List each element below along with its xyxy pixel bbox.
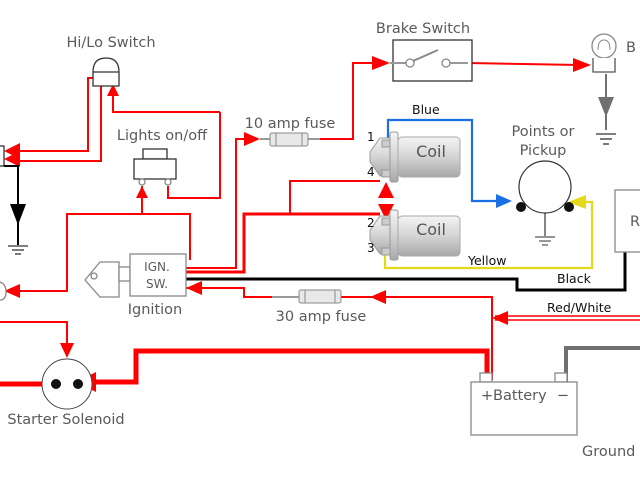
arrows <box>4 56 614 392</box>
ground-icon <box>8 245 28 255</box>
coil-icon <box>397 136 461 178</box>
arrow-headlight-2 <box>4 151 20 167</box>
ignition-box-line2: SW. <box>146 277 168 291</box>
lights-switch-icon <box>133 158 177 180</box>
fuse-30-amp[interactable]: 30 amp fuse <box>272 289 367 325</box>
wire-ground <box>564 346 640 382</box>
ignition-label: Ignition <box>128 302 182 318</box>
wire-coil4 <box>289 180 380 214</box>
wire-ign-to-taillight <box>18 213 142 292</box>
wire-label-red-white: Red/White <box>547 300 612 315</box>
wire-hilo-to-headlight-1 <box>18 77 96 152</box>
arrow-ign-in <box>186 281 202 295</box>
wire-label-black: Black <box>557 271 592 286</box>
regulator[interactable]: R <box>614 189 640 253</box>
battery-icon <box>470 381 578 436</box>
fuse-30-label: 30 amp fuse <box>276 309 367 325</box>
arrow-brake-switch <box>372 56 390 70</box>
switch-lever-icon <box>412 49 439 62</box>
arrow-yellow <box>568 195 586 209</box>
ground-icon <box>535 236 555 246</box>
arrow-solenoid-trigger <box>60 343 74 358</box>
wire-ign-to-coils <box>186 212 380 274</box>
wire-black <box>186 240 627 292</box>
arrow-blue <box>496 194 512 208</box>
starter-solenoid-label: Starter Solenoid <box>7 412 124 428</box>
wire-solenoid-trigger <box>0 321 68 348</box>
arrow-hilo <box>107 84 119 96</box>
battery[interactable]: + Battery − <box>470 372 578 436</box>
coil-top-label: Coil <box>416 142 446 161</box>
wire-battery-to-solenoid <box>90 348 490 385</box>
fuse-10-amp[interactable]: 10 amp fuse <box>245 116 336 147</box>
solenoid-icon <box>41 358 93 410</box>
battery-minus: − <box>557 388 569 404</box>
hi-lo-switch-label: Hi/Lo Switch <box>66 35 155 51</box>
points-icon <box>518 160 572 214</box>
starter-solenoid[interactable]: Starter Solenoid <box>7 358 125 428</box>
ignition-switch[interactable]: IGN. SW. Ignition <box>84 253 187 318</box>
arrow-coil2 <box>378 204 394 220</box>
coil-bottom-label: Coil <box>416 220 446 239</box>
bulb-icon <box>591 33 617 59</box>
wire-ign-to-fuse10 <box>186 138 258 269</box>
wire-ign-to-lights <box>141 186 191 260</box>
tail-light-icon <box>0 281 7 301</box>
wire-battery-to-fuse30 <box>340 296 493 380</box>
wire-blue <box>386 118 504 203</box>
arrow-fuse30 <box>370 290 386 304</box>
coil-pin-1: 1 <box>367 130 375 144</box>
points-label: Points or <box>512 124 575 140</box>
arrow-taillight <box>4 284 20 298</box>
coil-icon <box>397 215 461 257</box>
coil-pin-3: 3 <box>367 241 375 255</box>
ignition-box <box>129 253 187 297</box>
brake-switch[interactable]: Brake Switch <box>376 21 473 82</box>
hi-lo-switch[interactable]: Hi/Lo Switch <box>66 35 156 87</box>
wire-fuse30-to-ign <box>186 287 272 298</box>
brake-light-label: B <box>626 40 636 56</box>
brake-light[interactable]: B <box>591 33 636 145</box>
lights-switch-label: Lights on/off <box>117 128 208 144</box>
coil-bottom[interactable]: Coil 2 3 <box>367 209 461 261</box>
brake-switch-label: Brake Switch <box>376 21 470 37</box>
headlight[interactable] <box>0 145 28 301</box>
wire-yellow <box>383 200 594 270</box>
arrow-coil4 <box>378 182 394 198</box>
key-icon <box>84 261 120 298</box>
coil-pin-4: 4 <box>367 165 375 179</box>
wire-lights-out <box>167 112 221 199</box>
fuse-10-label: 10 amp fuse <box>245 116 336 132</box>
wire-fuse10-to-brake <box>320 62 378 140</box>
arrow-brake-light <box>573 58 591 72</box>
fuse-icon <box>269 132 309 147</box>
wire-label-yellow: Yellow <box>467 253 506 268</box>
ground-icon <box>596 133 616 145</box>
regulator-label: R <box>630 214 640 230</box>
arrow-lights <box>136 186 148 198</box>
battery-label: Battery <box>493 388 547 404</box>
wires <box>0 62 640 387</box>
arrow-red-white <box>492 311 508 325</box>
regulator-box <box>614 189 640 253</box>
points-label-line2: Pickup <box>520 143 567 159</box>
points-pickup[interactable]: Points or Pickup <box>512 124 575 246</box>
wire-hilo-to-headlight-2 <box>18 86 102 162</box>
fuse-icon <box>298 289 342 304</box>
headlight-connector <box>0 145 5 167</box>
wire-lights-to-hilo <box>112 90 220 113</box>
lights-switch[interactable]: Lights on/off <box>117 128 208 186</box>
wire-label-blue: Blue <box>412 102 440 117</box>
coil-top[interactable]: Coil 1 4 <box>367 130 461 183</box>
ignition-box-line1: IGN. <box>144 260 170 274</box>
coil-pin-2: 2 <box>367 216 375 230</box>
battery-plus: + <box>481 388 493 404</box>
brake-switch-box <box>392 39 473 82</box>
ground-label: Ground <box>582 444 635 460</box>
arrow-fuse10 <box>244 132 260 146</box>
wire-brake-to-light <box>467 62 581 66</box>
headlight-ground-wire <box>4 165 19 245</box>
